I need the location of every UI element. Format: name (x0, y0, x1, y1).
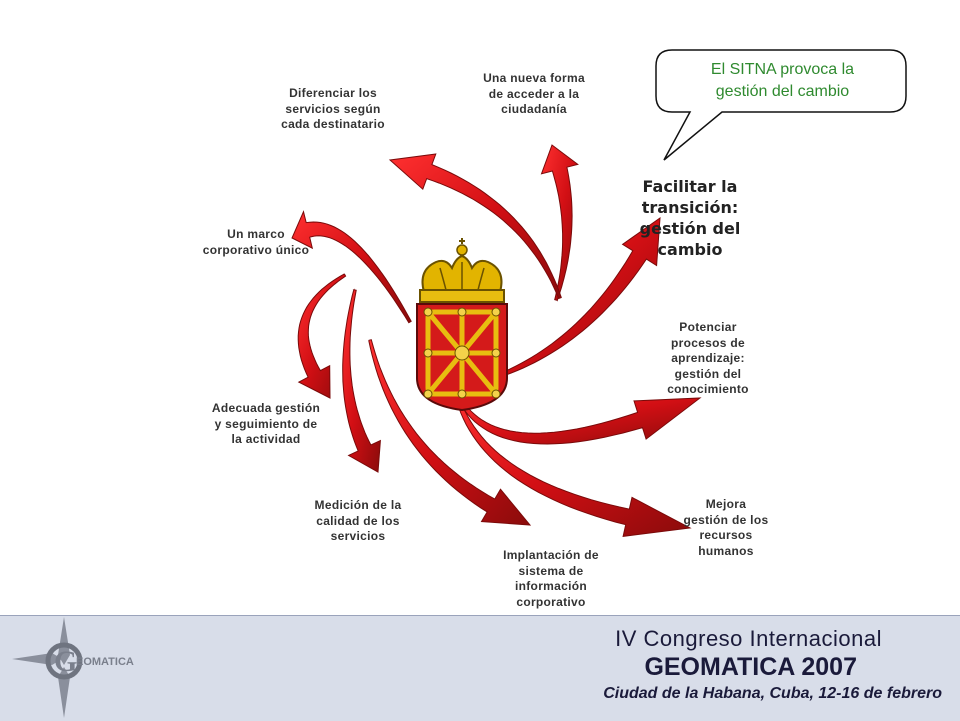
arrow-marco (291, 210, 412, 324)
spiral-arrows-diagram (291, 49, 907, 537)
label-marco-corporativo: Un marco corporativo único (202, 227, 310, 257)
compass-star-icon (58, 617, 70, 665)
arrow-potenciar (456, 394, 702, 445)
label-medicion-calidad: Medición de la calidad de los servicios (314, 498, 402, 543)
crown-icon (419, 238, 505, 303)
arrow-mejora (452, 386, 692, 537)
geomatica-logo: G EOMATICA (12, 617, 134, 718)
logo-text: EOMATICA (76, 656, 134, 668)
label-nueva-forma: Una nueva forma de acceder a la ciudadan… (483, 71, 585, 116)
arrow-nueva-forma (540, 144, 579, 302)
label-potenciar-aprendizaje: Potenciar procesos de aprendizaje: gesti… (667, 320, 749, 396)
swirl-arrows (291, 144, 702, 537)
callout-text: El SITNA provoca la gestión del cambio (710, 61, 855, 100)
footer-event-name: GEOMATICA 2007 (644, 653, 857, 681)
label-diferenciar-servicios: Diferenciar los servicios según cada des… (281, 86, 385, 131)
footer-banner: IV Congreso Internacional GEOMATICA 2007… (0, 615, 960, 721)
center-label: Facilitar la transición: gestión del cam… (639, 177, 741, 259)
arrow-adecuada (297, 273, 347, 399)
arrow-diferenciar (388, 153, 562, 300)
callout-bubble (655, 49, 907, 161)
footer-location-date: Ciudad de la Habana, Cuba, 12-16 de febr… (603, 685, 942, 702)
navarra-coat-of-arms-icon (416, 238, 508, 412)
label-mejora-recursos: Mejora gestión de los recursos humanos (683, 497, 769, 558)
logo-letter: G (54, 645, 77, 678)
label-adecuada-gestion: Adecuada gestión y seguimiento de la act… (211, 401, 321, 446)
arrow-medicion (342, 288, 381, 473)
arrow-facilitar (491, 216, 661, 381)
footer-congress-title: IV Congreso Internacional (615, 626, 882, 651)
arrow-implantacion (368, 339, 532, 526)
label-implantacion-sistema: Implantación de sistema de información c… (503, 548, 599, 609)
